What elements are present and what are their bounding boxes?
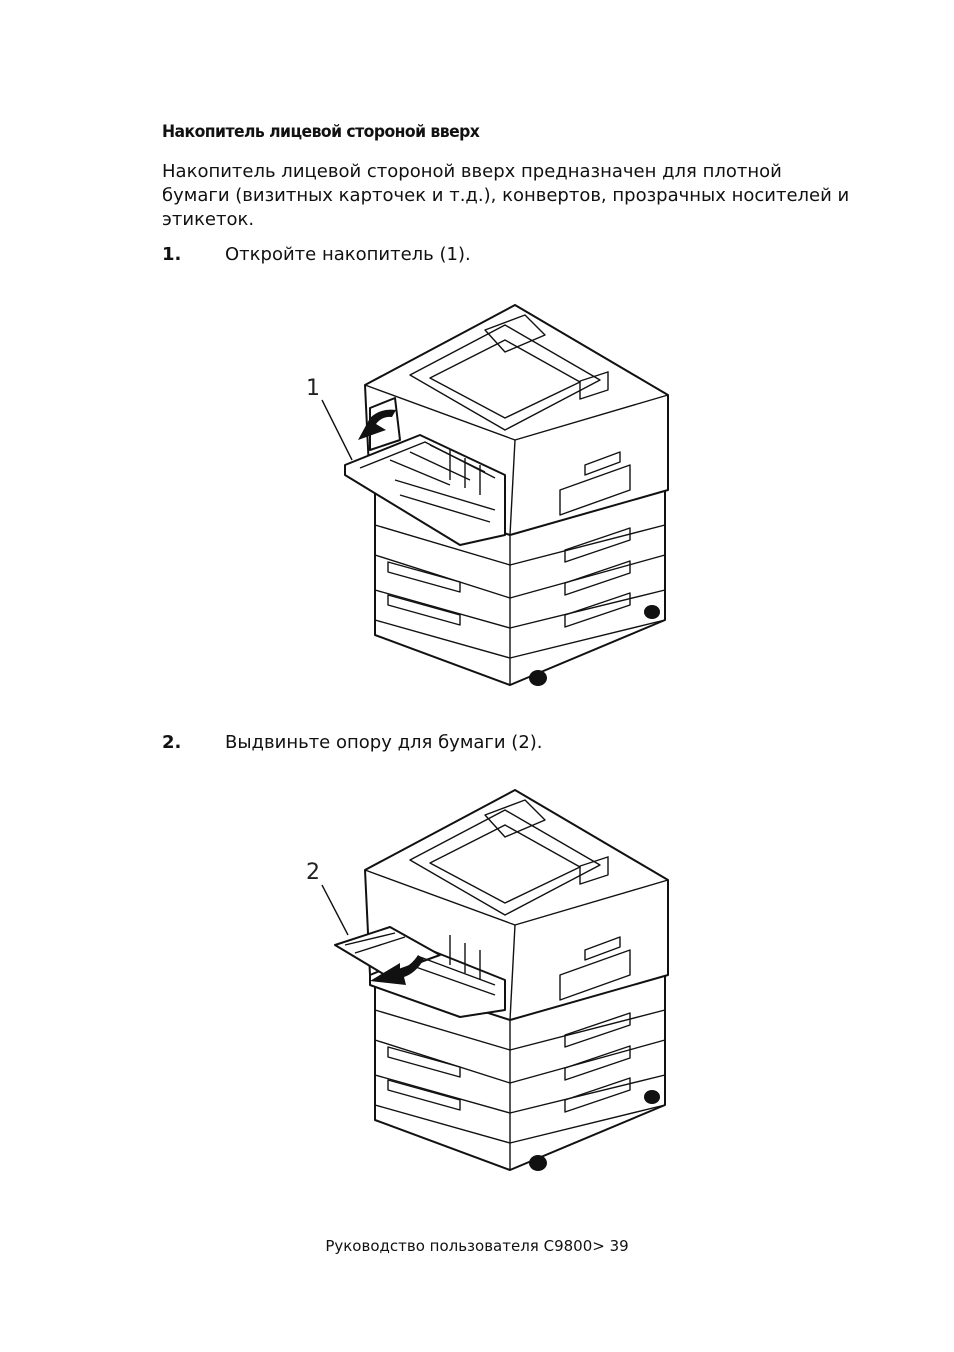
step-text: Выдвиньте опору для бумаги (2). [225, 732, 543, 753]
page-footer: Руководство пользователя C9800> 39 [325, 1237, 629, 1255]
intro-paragraph: Накопитель лицевой стороной вверх предна… [162, 161, 850, 230]
printer-illustration-support-extended [300, 785, 680, 1180]
step-number: 2. [162, 732, 182, 753]
callout-number: 2 [306, 860, 320, 885]
step-text: Откройте накопитель (1). [225, 244, 471, 265]
printer-illustration-tray-open [300, 300, 680, 695]
callout-number: 1 [306, 376, 320, 401]
section-heading: Накопитель лицевой стороной вверх [162, 122, 480, 142]
step-number: 1. [162, 244, 182, 265]
